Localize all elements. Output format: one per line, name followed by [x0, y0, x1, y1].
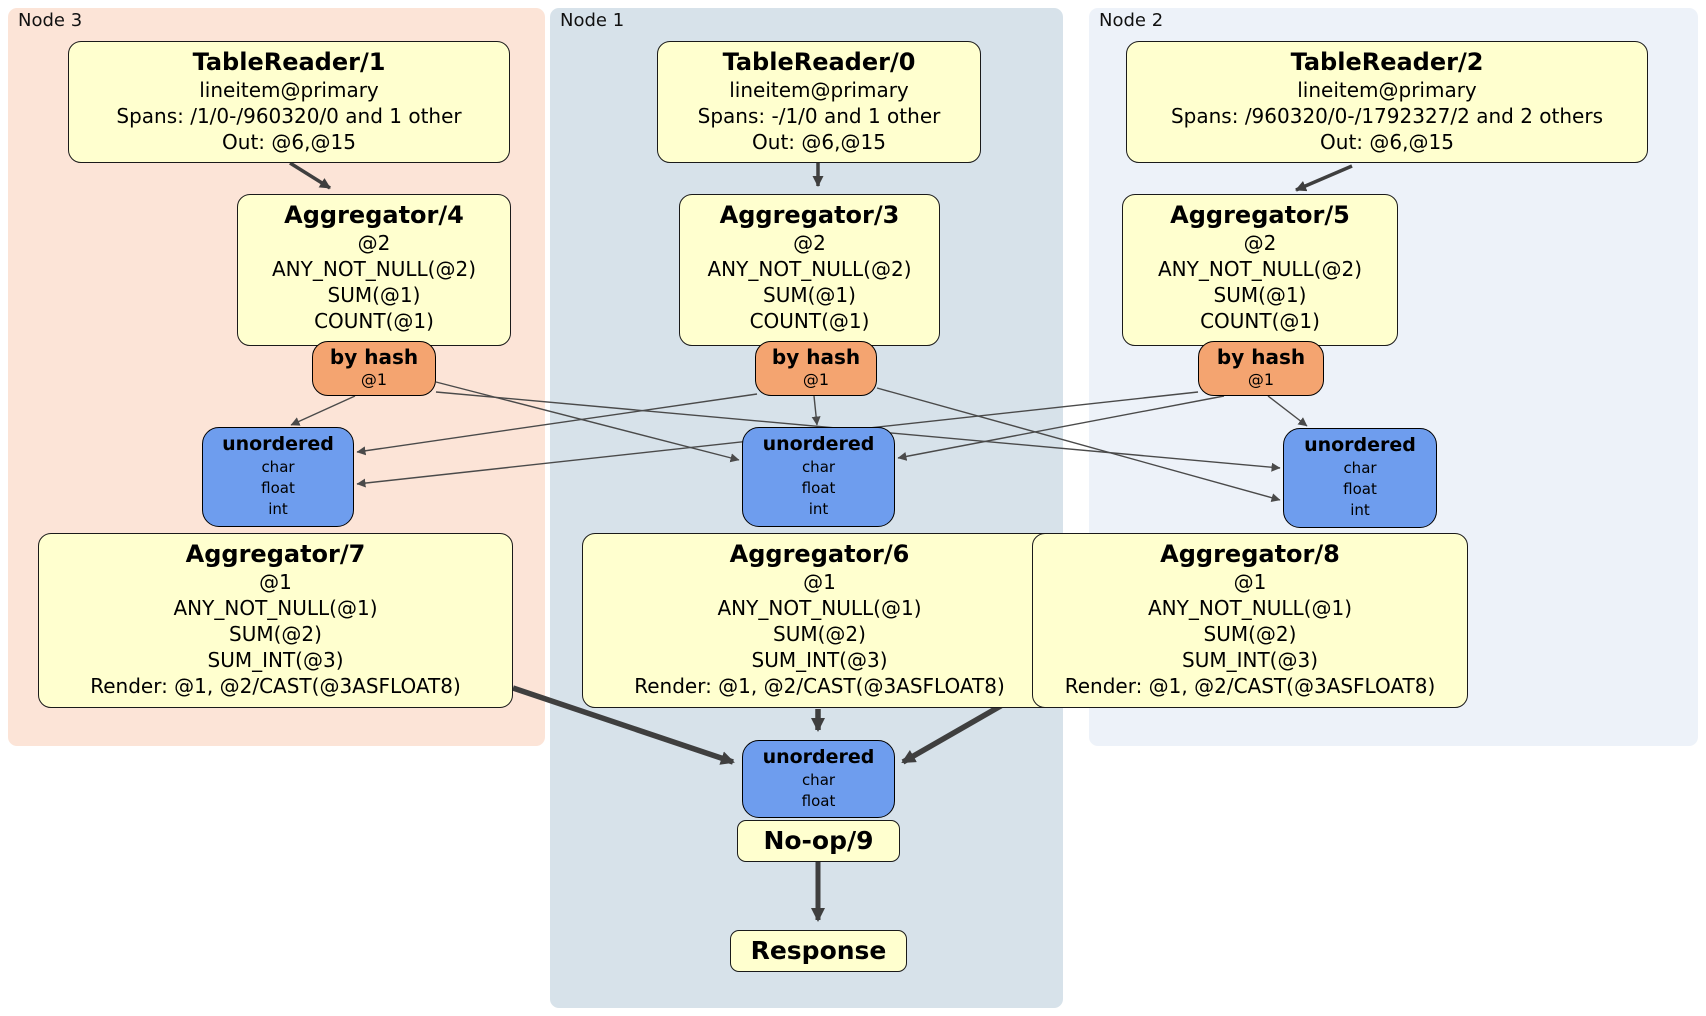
box-line: Spans: -/1/0 and 1 other — [697, 104, 941, 128]
processor-aggregator-7: Aggregator/7 @1 ANY_NOT_NULL(@1) SUM(@2)… — [38, 533, 513, 708]
sync-line: char — [1343, 459, 1377, 477]
processor-aggregator-6: Aggregator/6 @1 ANY_NOT_NULL(@1) SUM(@2)… — [582, 533, 1057, 708]
box-title: Response — [750, 936, 887, 965]
box-line: @1 — [803, 570, 836, 594]
sync-title: unordered — [762, 433, 875, 455]
box-line: ANY_NOT_NULL(@2) — [1158, 257, 1362, 281]
box-line: lineitem@primary — [1297, 78, 1477, 102]
edge-bh1-u1 — [811, 395, 821, 426]
sync-line: float — [801, 792, 836, 810]
box-title: TableReader/0 — [722, 48, 916, 76]
edge-ag7-ufinal — [512, 685, 735, 765]
router-title: by hash — [329, 345, 419, 369]
router-by-hash-node3: by hash @1 — [312, 341, 436, 396]
box-line: @1 — [259, 570, 292, 594]
node2-label: Node 2 — [1099, 10, 1164, 31]
box-line: Render: @1, @2/CAST(@3ASFLOAT8) — [634, 674, 1005, 698]
sync-line: char — [801, 771, 836, 789]
box-line: SUM_INT(@3) — [751, 648, 888, 672]
box-line: SUM_INT(@3) — [1182, 648, 1318, 672]
box-line: ANY_NOT_NULL(@2) — [707, 257, 912, 281]
box-line: Render: @1, @2/CAST(@3ASFLOAT8) — [90, 674, 461, 698]
edge-bh2-u1 — [897, 395, 1225, 461]
edge-bh1-u3 — [356, 393, 758, 456]
processor-aggregator-8: Aggregator/8 @1 ANY_NOT_NULL(@1) SUM(@2)… — [1032, 533, 1468, 708]
box-line: SUM(@2) — [1203, 622, 1297, 646]
box-line: @2 — [1243, 231, 1277, 255]
router-detail: @1 — [360, 370, 388, 389]
box-title: Aggregator/8 — [1160, 540, 1340, 568]
edge-bh2-u2 — [1267, 395, 1308, 427]
router-by-hash-node2: by hash @1 — [1198, 341, 1324, 396]
sync-unordered-node3: unordered char float int — [202, 427, 354, 527]
processor-tablereader-0: TableReader/0 lineitem@primary Spans: -/… — [657, 41, 981, 163]
router-detail: @1 — [802, 370, 830, 389]
sync-line: char — [261, 458, 295, 476]
edge-bh1-u2 — [876, 387, 1281, 503]
router-title: by hash — [1216, 345, 1306, 369]
box-line: SUM(@2) — [773, 622, 866, 646]
box-line: @2 — [793, 231, 826, 255]
box-line: Spans: /960320/0-/1792327/2 and 2 others — [1170, 104, 1603, 128]
router-by-hash-node1: by hash @1 — [755, 341, 877, 396]
box-line: SUM(@1) — [327, 283, 421, 307]
sync-line: int — [1350, 501, 1370, 519]
box-line: @2 — [357, 231, 391, 255]
edge-tr2-ag5 — [1295, 164, 1353, 192]
box-line: COUNT(@1) — [749, 309, 870, 333]
box-title: TableReader/2 — [1290, 48, 1484, 76]
response-box: Response — [730, 930, 907, 972]
edge-bh3-u3 — [290, 395, 356, 426]
sync-line: int — [808, 500, 829, 518]
router-detail: @1 — [1247, 370, 1275, 389]
sync-title: unordered — [1304, 434, 1416, 456]
box-title: Aggregator/3 — [719, 201, 900, 229]
box-line: ANY_NOT_NULL(@1) — [1148, 596, 1352, 620]
box-title: No-op/9 — [763, 826, 874, 855]
sync-unordered-final: unordered char float — [742, 740, 895, 818]
processor-tablereader-1: TableReader/1 lineitem@primary Spans: /1… — [68, 41, 510, 163]
box-line: Out: @6,@15 — [1320, 130, 1454, 154]
box-line: ANY_NOT_NULL(@2) — [272, 257, 476, 281]
edge-bh3-u1 — [435, 381, 740, 463]
box-line: SUM_INT(@3) — [207, 648, 344, 672]
box-line: COUNT(@1) — [314, 309, 434, 333]
processor-aggregator-5: Aggregator/5 @2 ANY_NOT_NULL(@2) SUM(@1)… — [1122, 194, 1398, 346]
box-title: TableReader/1 — [192, 48, 386, 76]
box-line: @1 — [1233, 570, 1267, 594]
sync-line: float — [801, 479, 836, 497]
box-line: SUM(@2) — [229, 622, 322, 646]
box-title: Aggregator/5 — [1170, 201, 1350, 229]
sync-line: float — [261, 479, 295, 497]
sync-title: unordered — [222, 433, 334, 455]
sync-line: float — [1343, 480, 1377, 498]
processor-aggregator-3: Aggregator/3 @2 ANY_NOT_NULL(@2) SUM(@1)… — [679, 194, 940, 346]
box-line: lineitem@primary — [199, 78, 379, 102]
processor-noop-9: No-op/9 — [737, 820, 900, 862]
sync-title: unordered — [762, 746, 875, 768]
box-line: Out: @6,@15 — [752, 130, 886, 154]
box-line: SUM(@1) — [1213, 283, 1307, 307]
box-line: SUM(@1) — [763, 283, 856, 307]
processor-tablereader-2: TableReader/2 lineitem@primary Spans: /9… — [1126, 41, 1648, 163]
box-line: COUNT(@1) — [1200, 309, 1320, 333]
edge-tr1-ag4 — [289, 161, 331, 190]
box-line: ANY_NOT_NULL(@1) — [173, 596, 378, 620]
processor-aggregator-4: Aggregator/4 @2 ANY_NOT_NULL(@2) SUM(@1)… — [237, 194, 511, 346]
box-line: Out: @6,@15 — [222, 130, 356, 154]
box-line: Spans: /1/0-/960320/0 and 1 other — [116, 104, 462, 128]
node1-label: Node 1 — [560, 10, 625, 31]
sync-line: int — [268, 500, 288, 518]
router-title: by hash — [771, 345, 861, 369]
box-title: Aggregator/6 — [729, 540, 910, 568]
sync-unordered-node1: unordered char float int — [742, 427, 895, 527]
box-line: ANY_NOT_NULL(@1) — [717, 596, 922, 620]
box-title: Aggregator/7 — [185, 540, 366, 568]
sync-line: char — [801, 458, 836, 476]
box-title: Aggregator/4 — [284, 201, 464, 229]
box-line: lineitem@primary — [729, 78, 909, 102]
sync-unordered-node2: unordered char float int — [1283, 428, 1437, 528]
box-line: Render: @1, @2/CAST(@3ASFLOAT8) — [1064, 674, 1436, 698]
node3-label: Node 3 — [18, 10, 83, 31]
